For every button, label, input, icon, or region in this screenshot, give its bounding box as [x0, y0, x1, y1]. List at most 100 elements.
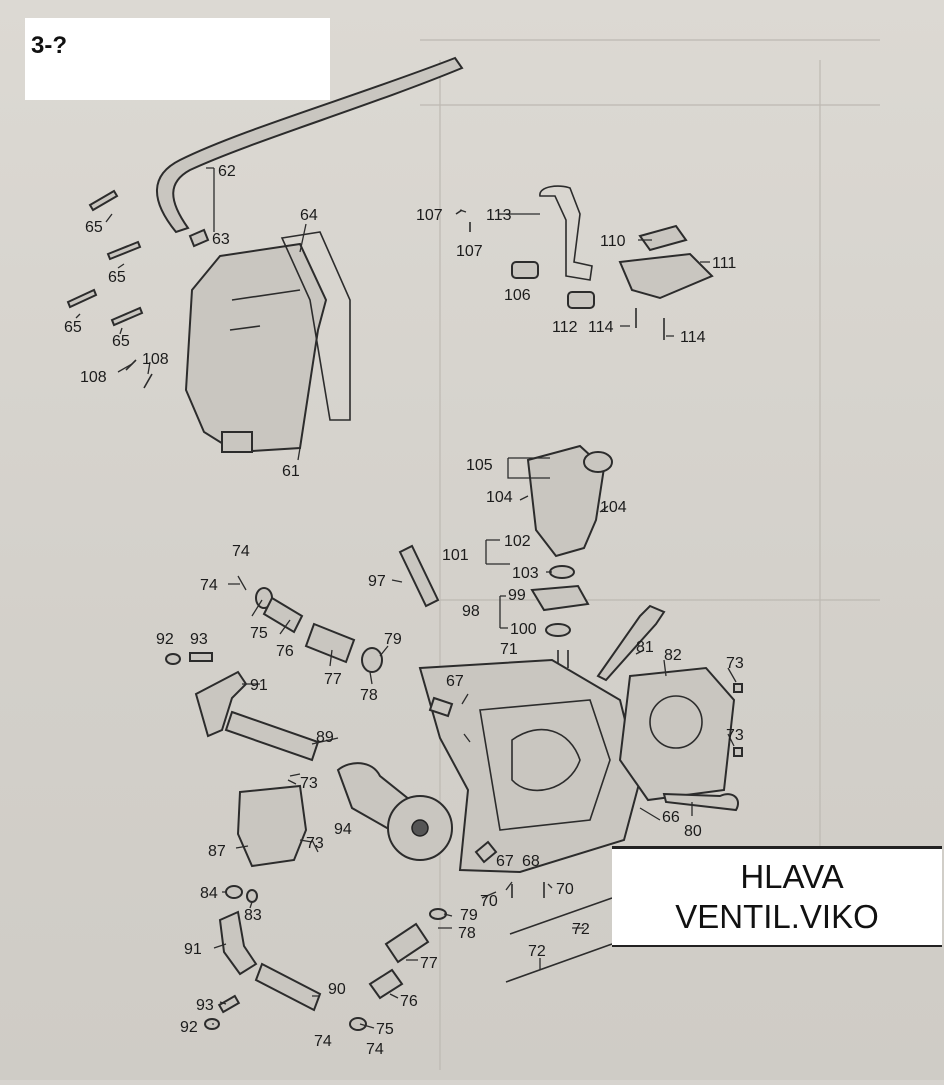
callout-97: 97: [368, 573, 386, 590]
washer-84: [225, 885, 243, 899]
callout-94: 94: [334, 821, 352, 838]
callout-77: 77: [324, 671, 342, 688]
spark-plug: [398, 544, 440, 608]
callout-73: 73: [300, 775, 318, 792]
callout-104: 104: [486, 489, 513, 506]
callout-72: 72: [572, 921, 590, 938]
breather-hose: [156, 56, 464, 234]
callout-91: 91: [250, 677, 268, 694]
rocker-shaft-upper: [224, 710, 320, 762]
nut-83: [246, 889, 258, 903]
thermostat-housing: [526, 444, 606, 558]
callout-108: 108: [142, 351, 169, 368]
callout-68: 68: [522, 853, 540, 870]
callout-61: 61: [282, 463, 300, 480]
small-pin-107: [455, 209, 471, 232]
callout-93: 93: [190, 631, 208, 648]
callout-76: 76: [276, 643, 294, 660]
callout-74: 74: [314, 1033, 332, 1050]
callout-84: 84: [200, 885, 218, 902]
reed-valve-cap: [638, 224, 688, 252]
callout-63: 63: [212, 231, 230, 248]
cover-bolts: [66, 189, 144, 327]
callout-79: 79: [460, 907, 478, 924]
callout-70: 70: [480, 893, 498, 910]
title-line-1: HLAVA: [740, 858, 844, 895]
callout-111: 111: [712, 255, 736, 272]
rocker-pin-93-lower: [217, 994, 241, 1014]
callout-70: 70: [556, 881, 574, 898]
callout-114: 114: [588, 319, 614, 336]
stud-67: [428, 696, 454, 718]
callout-101: 101: [442, 547, 469, 564]
page-label: 3-?: [31, 32, 67, 59]
reed-valve-gasket: [511, 261, 539, 279]
callout-77: 77: [420, 955, 438, 972]
callout-78: 78: [458, 925, 476, 942]
air-pipe: [539, 185, 593, 281]
callout-62: 62: [218, 163, 236, 180]
title-box: HLAVA VENTIL.VIKO: [612, 846, 942, 947]
long-studs-72: [505, 897, 613, 983]
reed-valve-seal: [567, 291, 595, 309]
callout-99: 99: [508, 587, 526, 604]
o-ring-100: [545, 623, 571, 637]
rocker-pin-93: [189, 652, 213, 662]
callout-102: 102: [504, 533, 531, 550]
stud-67-lower: [474, 840, 498, 864]
callout-67: 67: [496, 853, 514, 870]
rocker-shaft-lower: [254, 962, 322, 1012]
callout-75: 75: [376, 1021, 394, 1038]
thermostat-outlet: [583, 451, 613, 473]
head-gasket: [618, 666, 736, 802]
callout-74: 74: [200, 577, 218, 594]
leader-lines: [75, 167, 737, 1029]
callout-65: 65: [64, 319, 82, 336]
cam-sprocket-hub: [411, 819, 429, 837]
camshaft-holder: [236, 784, 308, 868]
callout-106: 106: [504, 287, 531, 304]
callout-73: 73: [306, 835, 324, 852]
intake-insulator: [530, 584, 590, 612]
callout-83: 83: [244, 907, 262, 924]
callout-107: 107: [416, 207, 443, 224]
callout-72: 72: [528, 943, 546, 960]
title-line-2: VENTIL.VIKO: [675, 898, 879, 935]
reed-valve-screws: [635, 308, 665, 340]
callout-74: 74: [232, 543, 250, 560]
callout-82: 82: [664, 647, 682, 664]
cover-gasket: [280, 231, 351, 421]
rocker-arm-upper: [194, 670, 248, 738]
callout-67: 67: [446, 673, 464, 690]
callout-90: 90: [328, 981, 346, 998]
callout-numbers: 62 64 63 65 65 65 65 108 108 61 107 107 …: [64, 163, 744, 1058]
callout-91: 91: [184, 941, 202, 958]
rocker-arm-lower: [218, 910, 258, 976]
callout-114: 114: [680, 329, 706, 346]
callout-112: 112: [552, 319, 578, 336]
callout-107: 107: [456, 243, 483, 260]
callout-89: 89: [316, 729, 334, 746]
callout-104: 104: [600, 499, 627, 516]
callout-71: 71: [500, 641, 518, 658]
exhaust-valve-81: [596, 604, 666, 682]
callout-65: 65: [112, 333, 130, 350]
dowel-pins: [511, 650, 569, 898]
callout-76: 76: [400, 993, 418, 1010]
cylinder-head: [418, 658, 642, 874]
callout-100: 100: [510, 621, 537, 638]
callout-98: 98: [462, 603, 480, 620]
valve-springs-lower: [349, 908, 447, 1031]
dowels-73: [733, 683, 743, 757]
callout-93: 93: [196, 997, 214, 1014]
callout-66: 66: [662, 809, 680, 826]
callout-87: 87: [208, 843, 226, 860]
intake-valve-80: [662, 792, 739, 812]
callout-81: 81: [636, 639, 654, 656]
callout-108: 108: [80, 369, 107, 386]
callout-74: 74: [366, 1041, 384, 1058]
callout-65: 65: [85, 219, 103, 236]
callout-78: 78: [360, 687, 378, 704]
